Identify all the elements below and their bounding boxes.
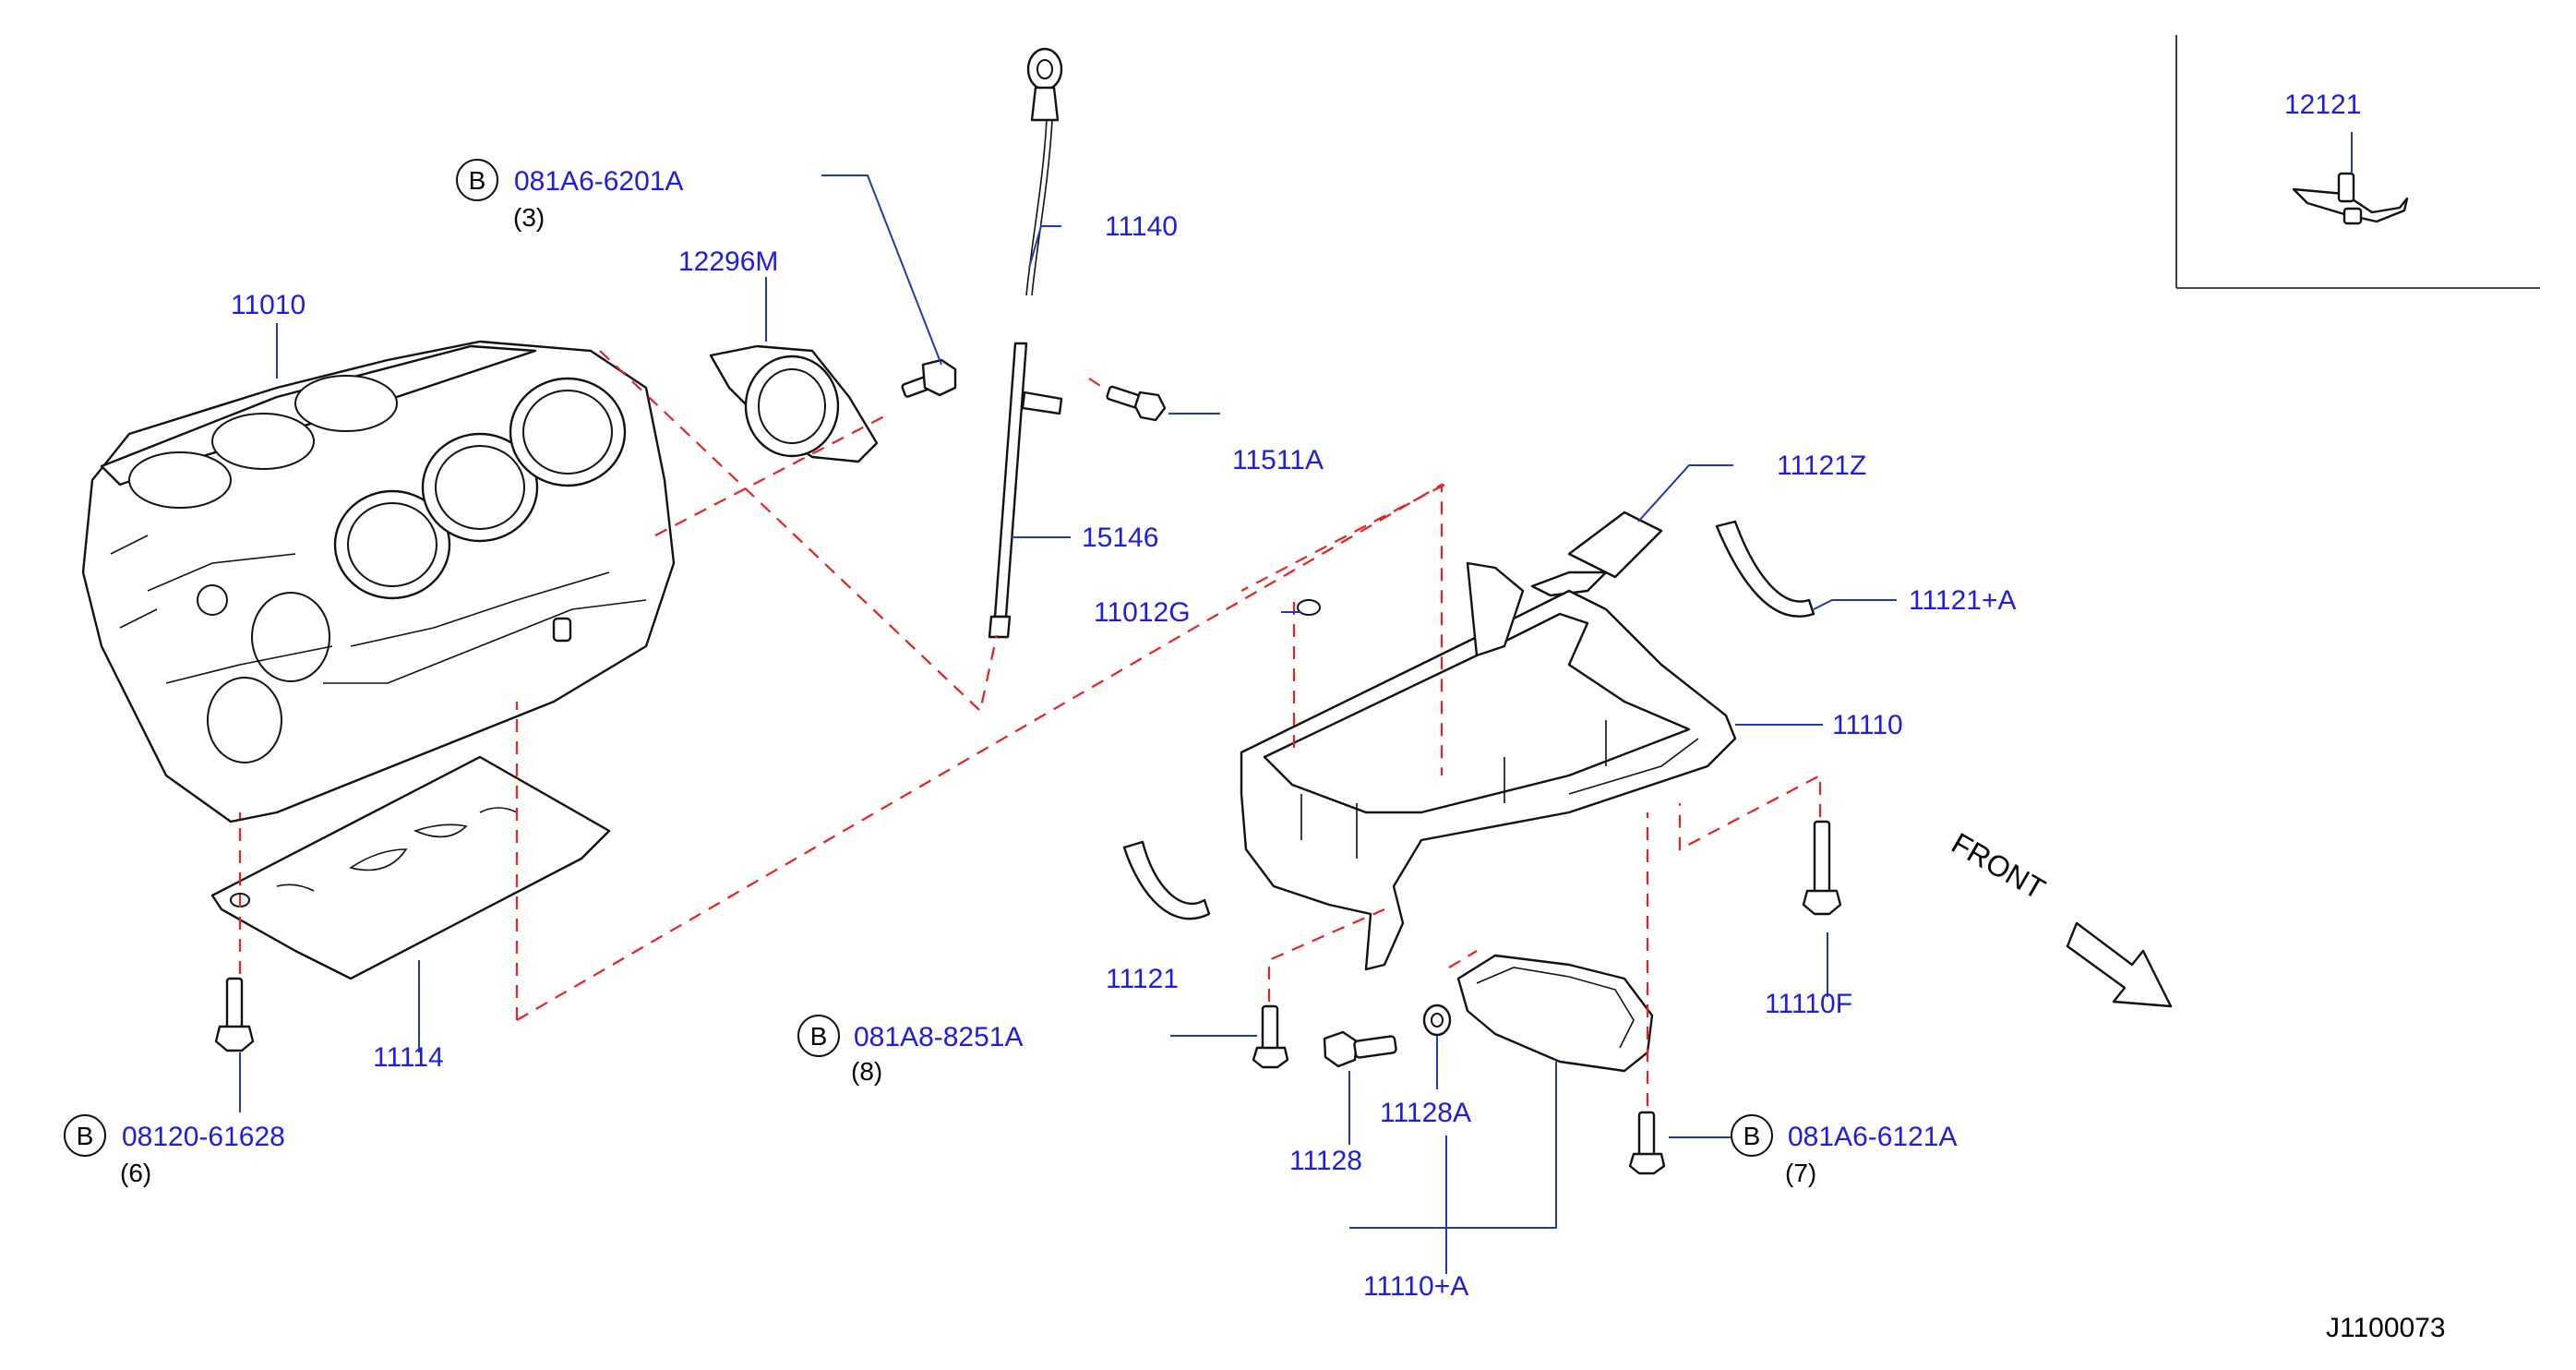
bolt-part-number: 081A6-6201A xyxy=(514,166,684,197)
label-11110a: 11110+A xyxy=(1363,1271,1468,1302)
label-11121a: 11121+A xyxy=(1909,585,2017,616)
baffle-plate-illustration xyxy=(210,755,611,980)
label-11511a: 11511A xyxy=(1232,445,1324,475)
bolt-letter: B xyxy=(1743,1122,1761,1150)
label-11128: 11128 xyxy=(1289,1146,1362,1176)
label-12121: 12121 xyxy=(2284,90,2361,120)
cylinder-block-illustration xyxy=(81,340,676,823)
label-11140: 11140 xyxy=(1105,211,1178,242)
bolt-quantity: (7) xyxy=(1785,1159,1816,1187)
label-11114: 11114 xyxy=(373,1042,444,1073)
bolt-part-number: 081A8-8251A xyxy=(854,1022,1024,1052)
bolt-quantity: (6) xyxy=(120,1159,151,1187)
bolt-part-number: 081A6-6121A xyxy=(1788,1122,1958,1152)
guide-bolt-illustration xyxy=(1106,385,1167,422)
bolt-callout-081a6-6121a: B 081A6-6121A (7) xyxy=(1731,1114,1958,1187)
strainer-gasket-illustration xyxy=(1122,520,1815,920)
part-labels: 11010 12296M 11140 11511A 15146 11121Z 1… xyxy=(231,90,2361,1302)
bolt-callout-081a6-6201a: B 081A6-6201A (3) xyxy=(456,159,684,232)
upper-oil-pan-illustration xyxy=(1240,561,1737,971)
bolt-letter: B xyxy=(810,1022,828,1051)
lower-oil-pan-illustration xyxy=(1456,954,1654,1073)
bolt-letter: B xyxy=(77,1122,94,1150)
label-15146: 15146 xyxy=(1082,523,1158,553)
oil-strainer-illustration xyxy=(1530,511,1663,597)
dipstick-guide-illustration xyxy=(988,342,1063,639)
label-11012g: 11012G xyxy=(1094,597,1191,628)
oil-dipstick-illustration xyxy=(1025,47,1063,296)
label-11128a: 11128A xyxy=(1380,1098,1471,1128)
retainer-bolt-illustration xyxy=(901,358,957,398)
inset-box xyxy=(2175,35,2540,289)
front-arrow-icon xyxy=(2066,921,2173,1008)
label-11110f: 11110F xyxy=(1765,989,1852,1019)
label-11121: 11121 xyxy=(1106,964,1179,994)
leader-lines xyxy=(239,132,2353,1274)
label-12296m: 12296M xyxy=(678,246,778,277)
bolt-letter: B xyxy=(469,166,486,195)
bolt-quantity: (8) xyxy=(851,1057,882,1086)
assembly-dashed-lines xyxy=(238,350,1822,1106)
label-11121z: 11121Z xyxy=(1777,451,1866,481)
diagram-code: J1100073 xyxy=(2326,1313,2446,1343)
block-bolt-illustration xyxy=(214,977,255,1052)
inset-bracket-illustration xyxy=(2292,172,2409,225)
pan-bolt-illustrations xyxy=(1252,820,1842,1175)
o-ring-illustration xyxy=(1297,599,1321,616)
seal-retainer-illustration xyxy=(709,344,879,463)
bolt-quantity: (3) xyxy=(513,203,545,232)
bolt-part-number: 08120-61628 xyxy=(122,1122,285,1152)
front-label: FRONT xyxy=(1947,826,2051,906)
bolt-callout-08120-61628: B 08120-61628 (6) xyxy=(64,1114,285,1187)
label-11010: 11010 xyxy=(231,290,306,320)
bolt-callout-081a8-8251a: B 081A8-8251A (8) xyxy=(797,1015,1024,1086)
label-11110: 11110 xyxy=(1832,710,1903,740)
drain-plug-illustration xyxy=(1323,1003,1452,1068)
